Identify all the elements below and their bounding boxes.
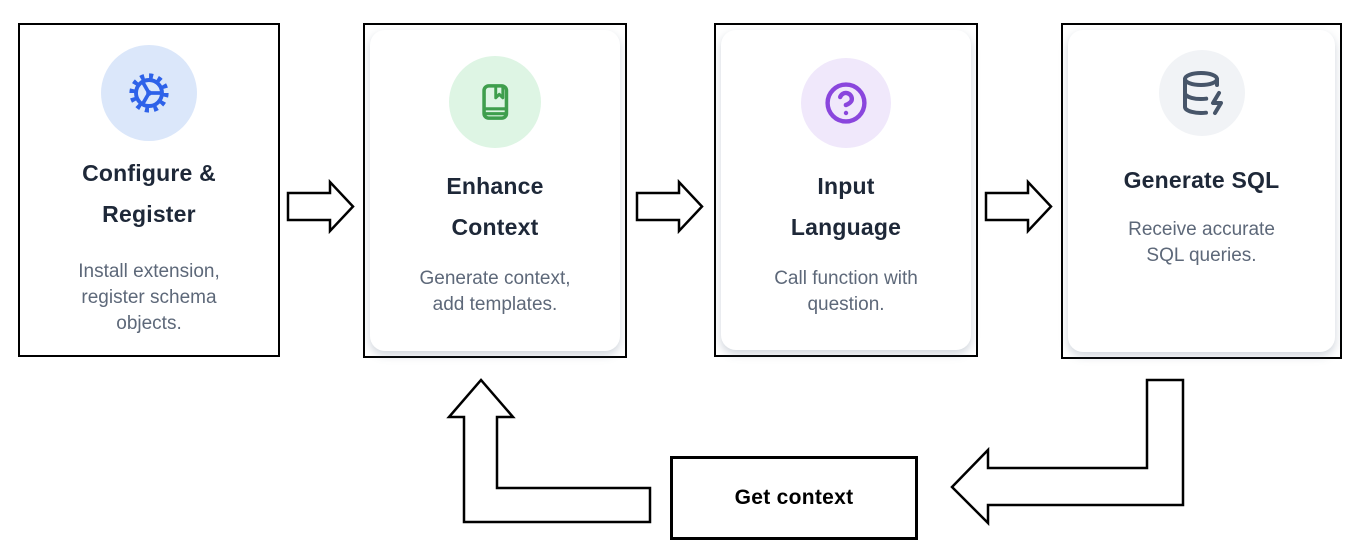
step-card-input-language: Input Language Call function with questi… bbox=[714, 23, 978, 357]
step-title: Input Language bbox=[791, 166, 901, 248]
elbow-arrow-down-left-icon bbox=[950, 378, 1185, 527]
step-description-line: SQL queries. bbox=[1146, 245, 1257, 266]
card-content: Enhance Context Generate context, add te… bbox=[365, 25, 625, 356]
step-description: Generate context, add templates. bbox=[419, 266, 570, 318]
step-description: Call function with question. bbox=[774, 266, 918, 318]
card-content: Input Language Call function with questi… bbox=[716, 25, 976, 355]
step-description: Install extension, register schema objec… bbox=[78, 259, 220, 337]
step-card-configure-register: Configure & Register Install extension, … bbox=[18, 23, 280, 357]
gear-icon bbox=[129, 73, 169, 113]
loop-label-box: Get context bbox=[670, 456, 918, 540]
elbow-arrow-left-up-icon bbox=[446, 378, 652, 524]
arrow-right-icon bbox=[635, 178, 704, 235]
icon-circle bbox=[449, 56, 541, 148]
step-description-line: objects. bbox=[116, 313, 182, 334]
icon-circle bbox=[101, 45, 197, 141]
card-content: Generate SQL Receive accurate SQL querie… bbox=[1063, 25, 1340, 357]
step-description-line: register schema bbox=[81, 287, 217, 308]
step-card-generate-sql: Generate SQL Receive accurate SQL querie… bbox=[1061, 23, 1342, 359]
card-content: Configure & Register Install extension, … bbox=[20, 25, 278, 355]
step-title: Configure & Register bbox=[82, 153, 216, 235]
arrow-right-icon bbox=[984, 178, 1053, 235]
step-title-line: Input bbox=[817, 173, 875, 199]
step-description-line: question. bbox=[807, 294, 885, 315]
step-description-line: add templates. bbox=[432, 294, 558, 315]
step-title-line: Generate SQL bbox=[1123, 167, 1280, 193]
arrow-right-icon bbox=[286, 178, 355, 235]
step-title-line: Language bbox=[790, 214, 902, 240]
step-description-line: Call function with bbox=[774, 268, 918, 289]
icon-circle bbox=[801, 58, 891, 148]
step-description-line: Receive accurate bbox=[1128, 219, 1275, 240]
step-title-line: Register bbox=[102, 201, 196, 227]
circle-question-icon bbox=[825, 82, 867, 124]
step-description: Receive accurate SQL queries. bbox=[1128, 217, 1275, 269]
step-title-line: Enhance bbox=[446, 173, 544, 199]
step-title-line: Configure & bbox=[82, 160, 216, 186]
step-title: Generate SQL bbox=[1124, 160, 1280, 201]
loop-label: Get context bbox=[734, 486, 854, 509]
step-title-line: Context bbox=[451, 214, 539, 240]
step-title: Enhance Context bbox=[446, 166, 543, 248]
step-description-line: Generate context, bbox=[419, 268, 571, 289]
step-card-enhance-context: Enhance Context Generate context, add te… bbox=[363, 23, 627, 358]
book-marked-icon bbox=[482, 84, 509, 120]
icon-circle bbox=[1158, 50, 1245, 136]
step-description-line: Install extension, bbox=[78, 261, 220, 282]
database-zap-icon bbox=[1182, 71, 1223, 115]
